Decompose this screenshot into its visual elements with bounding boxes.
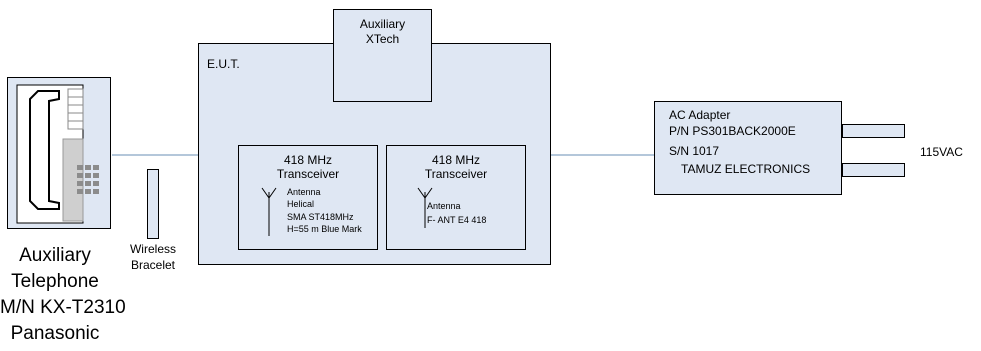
antenna-icon <box>417 187 433 228</box>
aux-xtech-line1: Auxiliary <box>359 17 406 31</box>
plug-prong-bottom <box>842 163 905 177</box>
wireless-bracelet <box>147 169 159 239</box>
transceiver-1-line2: Transceiver <box>276 167 340 181</box>
ac-adapter-line-2: P/N PS301BACK2000E <box>669 124 796 138</box>
bracelet-caption-line-2: Bracelet <box>130 258 176 272</box>
telephone-caption-line-2: Telephone <box>11 271 99 292</box>
telephone-icon <box>7 77 111 229</box>
aux-xtech-line2: XTech <box>365 32 400 46</box>
aux-xtech-box: Auxiliary XTech <box>333 9 432 102</box>
transceiver-2-box: 418 MHz Transceiver Antenna F- ANT E4 41… <box>386 145 526 250</box>
transceiver-1-antenna-line-2: Helical <box>287 199 315 209</box>
telephone-caption-line-3: M/N KX-T2310 <box>0 297 126 318</box>
antenna-icon <box>261 187 277 236</box>
transceiver-2-line2: Transceiver <box>424 167 488 181</box>
ac-adapter-line-1: AC Adapter <box>669 108 731 122</box>
power-label: 115VAC <box>920 145 963 159</box>
eut-label: E.U.T. <box>207 57 240 71</box>
telephone-caption-line-4: Panasonic <box>10 323 100 344</box>
transceiver-1-antenna-line-4: H=55 m Blue Mark <box>287 224 362 234</box>
bracelet-caption-line-1: Wireless <box>129 242 176 256</box>
transceiver-1-box: 418 MHz Transceiver Antenna Helical SMA … <box>238 145 378 250</box>
transceiver-2-line1: 418 MHz <box>431 153 481 167</box>
transceiver-1-line1: 418 MHz <box>283 153 333 167</box>
telephone-caption-line-1: Auxiliary <box>19 245 91 266</box>
transceiver-2-antenna-line-2: F- ANT E4 418 <box>427 215 487 225</box>
transceiver-1-antenna-line-1: Antenna <box>287 187 321 197</box>
ac-adapter-line-4: TAMUZ ELECTRONICS <box>681 162 811 176</box>
plug-prong-top <box>842 124 905 138</box>
transceiver-2-antenna-line-1: Antenna <box>427 201 461 211</box>
transceiver-1-antenna-line-3: SMA ST418MHz <box>287 212 354 222</box>
ac-adapter-box: AC Adapter P/N PS301BACK2000E S/N 1017 T… <box>654 101 842 195</box>
ac-adapter-line-3: S/N 1017 <box>669 144 720 158</box>
